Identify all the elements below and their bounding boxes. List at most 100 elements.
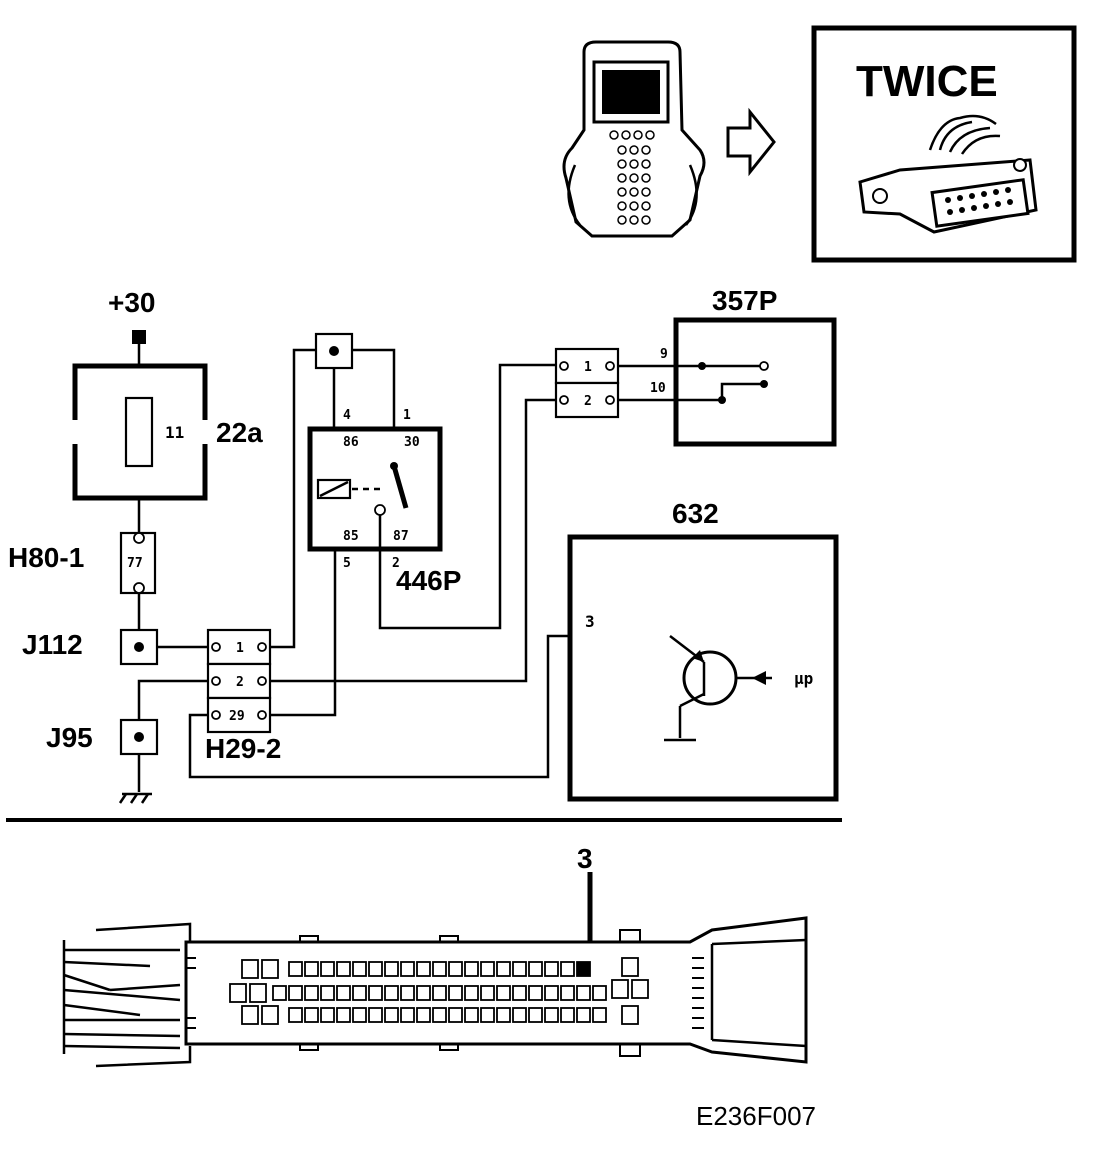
- ecu-pin-cavity: [621, 957, 639, 977]
- ecu-pin-cavity: [336, 985, 351, 1001]
- supply-label: +30: [108, 287, 156, 318]
- ecu-pin-cavity: [320, 1007, 335, 1023]
- ecu-pin-cavity: [560, 985, 575, 1001]
- ecu-pin-cavity: [448, 961, 463, 977]
- relay-pin-86: 86: [343, 435, 359, 450]
- ecu-pin-cavity: [384, 961, 399, 977]
- ecu-pin-cavity: [592, 985, 607, 1001]
- splice-j95-label: J95: [46, 722, 93, 753]
- ecu-pin-cavity: [352, 961, 367, 977]
- ecu-pin-cavity: [544, 961, 559, 977]
- relay-pin-87: 87: [393, 529, 409, 544]
- ecu-pin-cavity: [496, 985, 511, 1001]
- transistor-symbol-icon: [664, 635, 772, 742]
- ecu-pin-cavity: [416, 1007, 431, 1023]
- fuse-box-22a: [72, 363, 208, 501]
- ecu-pin-cavity: [400, 1007, 415, 1023]
- component-357p-pin-9: 9: [660, 347, 668, 362]
- ecu-pin-cavity: [352, 1007, 367, 1023]
- ecu-pin-cavity: [336, 1007, 351, 1023]
- ecu-pin-cavity: [368, 961, 383, 977]
- ecu-pin-cavity: [400, 961, 415, 977]
- connector-top-pin-1: 1: [584, 360, 592, 375]
- ecu-pin-cavity: [560, 961, 575, 977]
- twice-title: TWICE: [856, 57, 998, 106]
- fuse-box-label: 22a: [216, 417, 263, 448]
- connector-h29-2-pin-29: 29: [229, 709, 245, 724]
- ecu-pin-cavity: [288, 985, 303, 1001]
- ecu-pin-cavity: [464, 1007, 479, 1023]
- connector-h29-2-pin-2: 2: [236, 675, 244, 690]
- ecu-pin-cavity: [544, 1007, 559, 1023]
- ecu-pin-cavity: [480, 985, 495, 1001]
- ground-symbol-icon: [118, 792, 152, 804]
- ecu-pin-cavity: [384, 1007, 399, 1023]
- component-632-label: 632: [672, 498, 719, 529]
- ecu-pin-cavity: [496, 961, 511, 977]
- ecu-pin-cavity: [261, 959, 279, 979]
- ecu-pin-cavity: [544, 985, 559, 1001]
- ecu-pin-cavity: [400, 985, 415, 1001]
- ecu-pin-cavity: [416, 961, 431, 977]
- ecu-pin-cavity: [241, 959, 259, 979]
- ecu-pin-cavity: [304, 985, 319, 1001]
- ecu-pin-cavity: [288, 1007, 303, 1023]
- component-357p-label: 357P: [712, 285, 777, 316]
- ecu-connector-body: [62, 916, 808, 1068]
- component-632-pin-3: 3: [585, 612, 595, 631]
- ecu-pin-cavity: [432, 961, 447, 977]
- relay-pin-30: 30: [404, 435, 420, 450]
- connector-top-pin-2: 2: [584, 394, 592, 409]
- ecu-pin-cavity: [464, 985, 479, 1001]
- ecu-pin-cavity: [304, 961, 319, 977]
- ecu-pin-cavity: [480, 961, 495, 977]
- ecu-pin-cavity: [249, 983, 267, 1003]
- ecu-pin-cavity: [496, 1007, 511, 1023]
- supply-terminal: [132, 330, 146, 344]
- ecu-pin-cavity: [448, 1007, 463, 1023]
- ecu-pin-cavity: [448, 985, 463, 1001]
- ecu-pin-cavity: [512, 985, 527, 1001]
- ecu-pin-cavity: [336, 961, 351, 977]
- connector-h80-1-label: H80-1: [8, 542, 84, 573]
- relay-wire-2: 2: [392, 556, 400, 571]
- figure-code: E236F007: [696, 1101, 816, 1131]
- relay-wire-5: 5: [343, 556, 351, 571]
- fuse-element: [124, 396, 154, 468]
- ecu-pin-cavity: [416, 985, 431, 1001]
- ecu-pin-cavity: [384, 985, 399, 1001]
- ecu-pin-cavity: [528, 985, 543, 1001]
- ecu-pin-cavity: [621, 1005, 639, 1025]
- diagnostic-tool-icon: [562, 40, 706, 238]
- ecu-pin-cavity: [464, 961, 479, 977]
- ecu-pin-cavity: [512, 1007, 527, 1023]
- connector-h29-2-label: H29-2: [205, 733, 281, 764]
- ecu-pin-cavity: [432, 1007, 447, 1023]
- fuse-number: 11: [165, 423, 184, 442]
- ecu-pin-rows: [229, 957, 649, 1025]
- ecu-pin-cavity: [631, 979, 649, 999]
- ecu-pin-cavity: [368, 985, 383, 1001]
- ecu-pin-cavity: [261, 1005, 279, 1025]
- relay-wire-1: 1: [403, 408, 411, 423]
- ecu-pin-cavity: [304, 1007, 319, 1023]
- ecu-pin-cavity: [576, 1007, 591, 1023]
- ecu-pin-cavity: [241, 1005, 259, 1025]
- ecu-pin-cavity: [560, 1007, 575, 1023]
- ecu-pin-cavity: [272, 985, 287, 1001]
- relay-label: 446P: [396, 565, 461, 596]
- ecu-pin-cavity: [288, 961, 303, 977]
- component-357p: [673, 317, 837, 447]
- connector-h29-2-pin-1: 1: [236, 641, 244, 656]
- ecu-pin-cavity: [432, 985, 447, 1001]
- ecu-pin-cavity: [512, 961, 527, 977]
- component-632-mu-label: μp: [794, 669, 813, 688]
- relay-wire-4: 4: [343, 408, 351, 423]
- connector-h80-1-pin: 77: [127, 556, 143, 571]
- ecu-pin-cavity: [320, 985, 335, 1001]
- obd-connector-icon: [858, 114, 1038, 234]
- ecu-pin-cavity: [576, 985, 591, 1001]
- ecu-pin-cavity: [368, 1007, 383, 1023]
- ecu-pin-cavity: [352, 985, 367, 1001]
